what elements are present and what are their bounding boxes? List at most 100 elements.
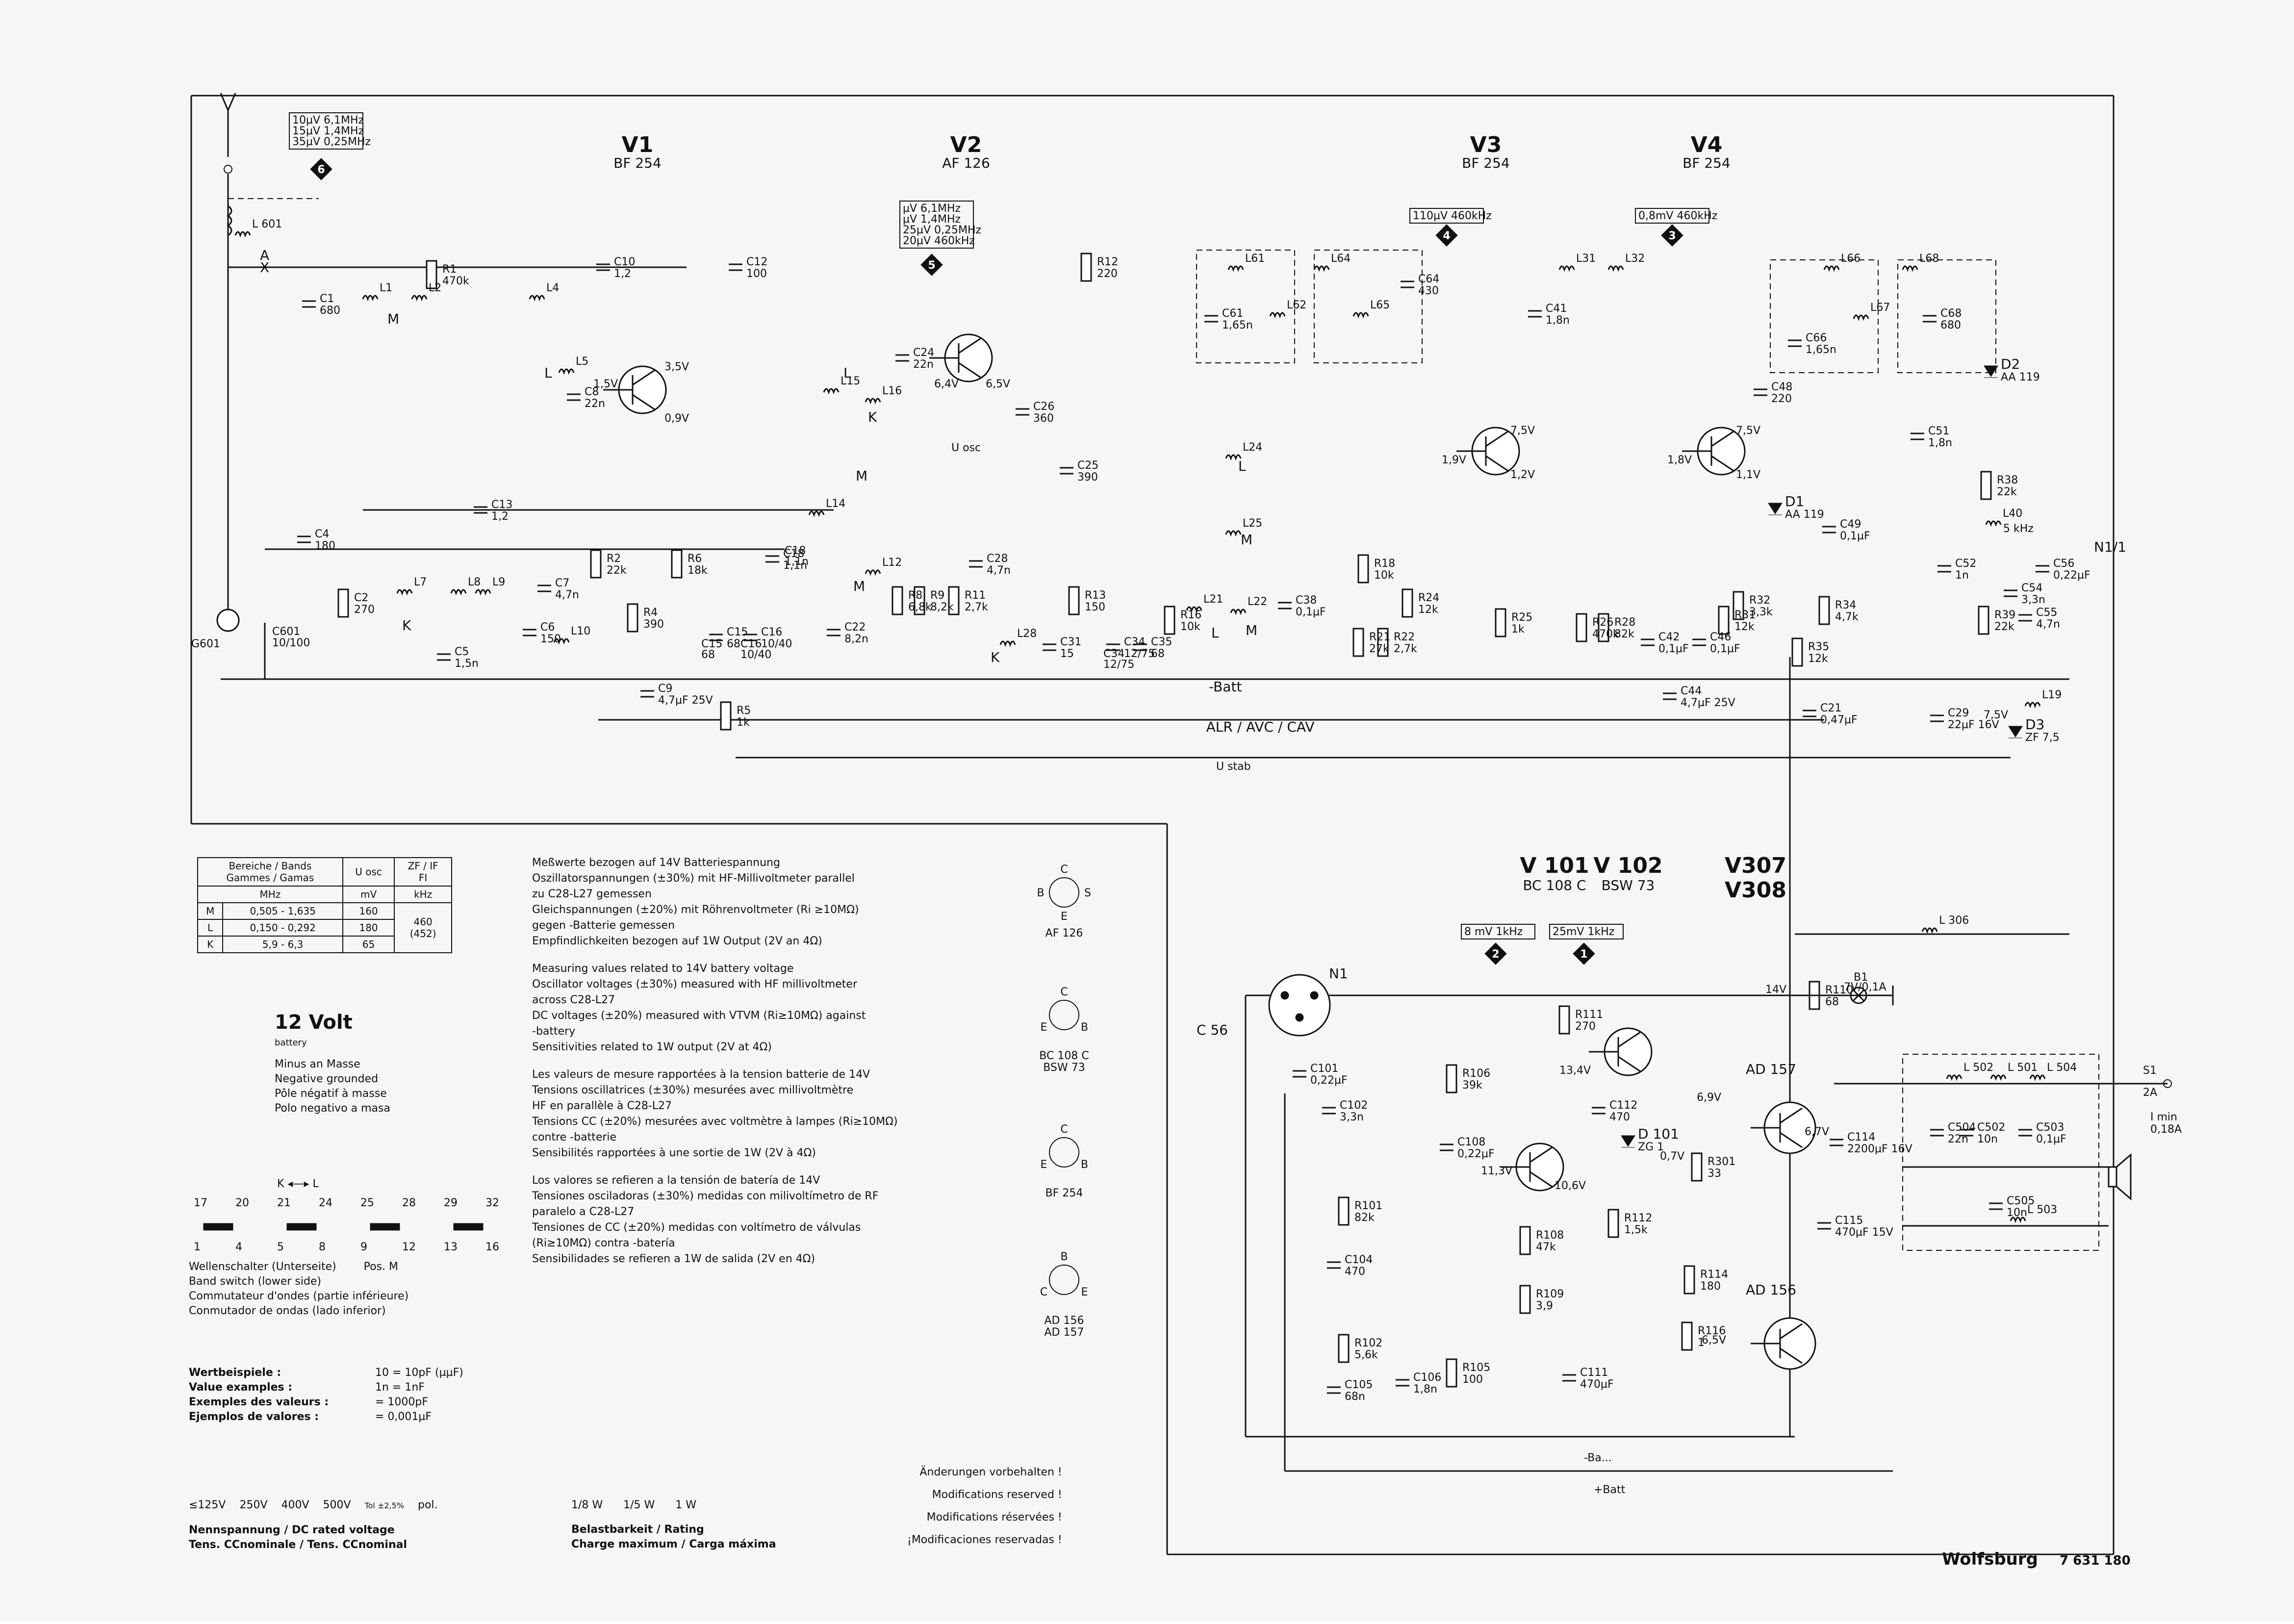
test-point-tp3 <box>1661 224 1683 247</box>
resistor-r102 <box>1338 1334 1350 1363</box>
component-ref: C102 <box>1340 1099 1368 1112</box>
component-value: 1,8n <box>1928 437 1952 449</box>
component-ref: R39 <box>1994 609 2015 621</box>
output-label: C 56 <box>1197 1022 1228 1038</box>
component-value: 390 <box>643 618 664 631</box>
component-ref: R6 <box>688 553 702 565</box>
component-value: 10/40 <box>740 649 771 661</box>
capacitor-c108 <box>1440 1143 1453 1151</box>
component-value: 68 <box>727 638 740 650</box>
resistor-r31 <box>1718 606 1730 635</box>
component-ref: R116 <box>1698 1325 1726 1337</box>
resistor-ratings: 1/8 W 1/5 W 1 W Belastbarkeit / Rating C… <box>571 1499 776 1550</box>
diode-value: ZG 1 <box>1638 1141 1664 1153</box>
stage-title-v308: V308 <box>1725 878 1786 903</box>
resistor-r12 <box>1080 253 1092 282</box>
resistor-r116 <box>1681 1321 1693 1351</box>
coil-l32 <box>1607 265 1624 272</box>
transistor-v102 <box>1589 1027 1653 1076</box>
component-value: 4,7n <box>2036 618 2060 631</box>
component-ref: C15 <box>727 626 748 638</box>
stage-title-v101: V 101 <box>1520 853 1589 878</box>
coil-l10 <box>553 638 570 645</box>
switch-position-m: M <box>1246 622 1257 638</box>
pinout-icon <box>1049 1137 1079 1167</box>
pin-label: S <box>1084 887 1091 899</box>
modification-notes: Änderungen vorbehalten ! Modifications r… <box>907 1466 1062 1546</box>
component-value: 0,1µF <box>2036 1133 2066 1145</box>
component-ref: R105 <box>1462 1362 1490 1374</box>
switch-position-x: X <box>260 259 269 276</box>
component-value: 360 <box>1033 412 1054 425</box>
switch-pin-number: 20 <box>235 1197 249 1209</box>
component-ref: C49 <box>1840 518 1861 531</box>
component-value: 4,7k <box>1835 611 1859 623</box>
component-value: 82k <box>1354 1212 1375 1224</box>
switch-position-l: L <box>1211 625 1219 641</box>
capacitor-c29 <box>1930 714 1944 722</box>
component-ref: C104 <box>1345 1254 1373 1266</box>
resistor-body <box>1980 471 1992 500</box>
component-value: 8,2n <box>844 633 868 645</box>
component-ref: C112 <box>1609 1099 1637 1112</box>
bus-label: -Batt <box>1209 679 1242 695</box>
component-ref: C108 <box>1457 1136 1485 1148</box>
diode-value: AA 119 <box>2001 371 2040 383</box>
capacitor-c66 <box>1788 339 1802 347</box>
coil-ref: L 601 <box>252 218 282 230</box>
resistor-body <box>1607 1209 1619 1238</box>
capacitor-c15 <box>709 634 723 641</box>
coil-l7 <box>396 589 413 596</box>
resistor-body <box>1598 613 1609 642</box>
component-ref: C504 <box>1948 1121 1976 1134</box>
component-value: 3,3k <box>1749 606 1773 618</box>
resistor-body <box>1402 588 1413 618</box>
component-value: 270 <box>1575 1020 1596 1033</box>
pin-label: B <box>1060 1251 1068 1263</box>
resistor-body <box>720 701 732 731</box>
resistor-r111 <box>1558 1005 1570 1035</box>
coil-ref: L8 <box>468 576 481 588</box>
capacitor-c68 <box>1923 315 1937 323</box>
switch-contact <box>453 1223 484 1231</box>
output-section <box>1268 974 2172 1227</box>
capacitor-c112 <box>1592 1107 1606 1115</box>
component-value: 2200µF 16V <box>1847 1143 1912 1155</box>
coil-l503 <box>2010 1217 2026 1223</box>
test-point-box <box>289 112 363 150</box>
resistor-r28 <box>1598 613 1609 642</box>
switch-position-l: L <box>843 365 851 381</box>
voltage-reading: 3,5V <box>664 361 689 373</box>
coil-ref: L66 <box>1841 253 1861 265</box>
capacitor-c54 <box>2004 589 2017 597</box>
diode-d3 <box>2008 726 2023 738</box>
transistor-v1 <box>603 365 667 414</box>
component-value: 470 <box>1609 1111 1630 1123</box>
capacitor-c111 <box>1562 1374 1576 1382</box>
component-ref: R1 <box>442 263 457 276</box>
resistor-r24 <box>1402 588 1413 618</box>
resistor-r11 <box>948 586 960 615</box>
component-ladder <box>234 231 2049 1394</box>
pinout-name: AF 126 <box>1045 927 1083 939</box>
test-point-value: 0,8mV 460kHz <box>1638 210 1717 222</box>
component-value: 22n <box>585 398 605 410</box>
resistor-body <box>1718 606 1730 635</box>
test-point-value: µV 1,4MHz <box>903 213 961 226</box>
resistor-r1 <box>426 260 437 289</box>
coil-l306 <box>1921 927 1938 934</box>
component-value: 1,2 <box>614 268 631 280</box>
component-value: 0,1µF <box>1710 643 1740 655</box>
component-value: 220 <box>1097 268 1118 280</box>
resistor-body <box>1519 1285 1531 1314</box>
pin-label: E <box>1061 911 1068 923</box>
coil-ref: L62 <box>1287 299 1306 311</box>
resistor-r9 <box>914 586 925 615</box>
test-point-value: 25mV 1kHz <box>1553 926 1614 938</box>
diode-d101 <box>1621 1135 1635 1148</box>
component-value: 8,2k <box>930 601 954 613</box>
switch-position-m: M <box>1241 532 1252 548</box>
resistor-r13 <box>1068 586 1080 615</box>
resistor-r106 <box>1446 1064 1457 1093</box>
